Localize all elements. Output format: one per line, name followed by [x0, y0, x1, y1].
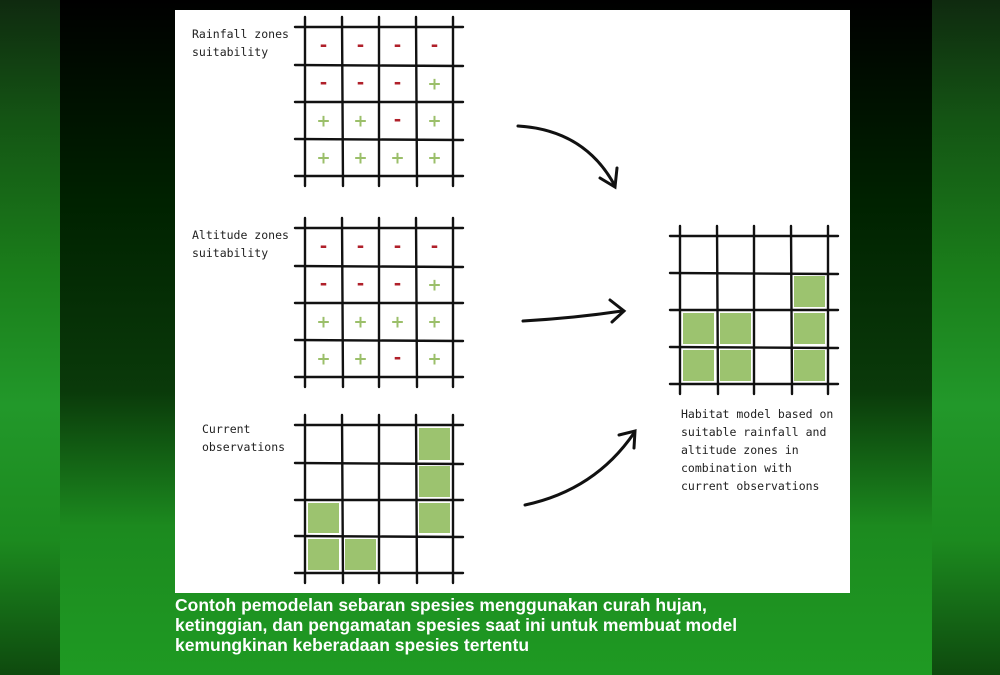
habitat-filled-cell: [720, 350, 751, 381]
altitude-plus-mark: +: [390, 313, 404, 333]
altitude-minus-mark: -: [320, 236, 327, 257]
habitat-label-line-2: suitable rainfall and: [681, 425, 826, 439]
altitude-minus-mark: -: [320, 274, 327, 295]
altitude-plus-mark: +: [353, 313, 367, 333]
rainfall-minus-mark: -: [394, 73, 401, 94]
observations-grid: [293, 413, 465, 585]
arrow-rainfall-to-model: [516, 124, 619, 190]
altitude-minus-mark: -: [357, 274, 364, 295]
observations-gridline-v: [340, 413, 345, 585]
habitat-model-grid: [668, 224, 840, 396]
observations-filled-cell: [308, 503, 339, 533]
rainfall-minus-mark: -: [357, 73, 364, 94]
rainfall-label-line-1: Rainfall zones: [192, 27, 289, 41]
altitude-plus-mark: +: [316, 350, 330, 370]
rainfall-plus-mark: +: [316, 112, 330, 132]
habitat-filled-cell: [683, 350, 714, 381]
rainfall-minus-mark: -: [357, 35, 364, 56]
habitat-gridline-v: [789, 224, 794, 396]
habitat-model-diagram: Rainfall zones suitability Altitude zone…: [192, 15, 840, 585]
observations-gridline-v: [414, 413, 419, 585]
caption-line-3: kemungkinan keberadaan spesies tertentu: [175, 635, 530, 655]
altitude-gridline-v: [340, 216, 345, 389]
altitude-minus-mark: -: [394, 274, 401, 295]
rainfall-minus-mark: -: [394, 35, 401, 56]
habitat-filled-cell: [683, 313, 714, 344]
caption-line-2: ketinggian, dan pengamatan spesies saat …: [175, 615, 738, 635]
caption-line-1: Contoh pemodelan sebaran spesies menggun…: [175, 595, 707, 615]
rainfall-plus-mark: +: [427, 75, 441, 95]
observations-label-line-2: observations: [202, 440, 285, 454]
altitude-plus-mark: +: [427, 350, 441, 370]
arrow-observations-to-model: [523, 429, 637, 507]
rainfall-gridline-v: [414, 15, 419, 188]
altitude-label-line-1: Altitude zones: [192, 228, 289, 242]
rainfall-minus-mark: -: [431, 35, 438, 56]
observations-filled-cell: [419, 503, 450, 533]
rainfall-plus-mark: +: [353, 112, 367, 132]
rainfall-plus-mark: +: [427, 112, 441, 132]
habitat-filled-cell: [794, 313, 825, 344]
habitat-label-line-4: combination with: [681, 461, 792, 475]
observations-filled-cell: [345, 539, 376, 570]
habitat-filled-cell: [720, 313, 751, 344]
habitat-gridline-v: [715, 224, 720, 396]
rainfall-minus-mark: -: [394, 110, 401, 131]
slide-caption: Contoh pemodelan sebaran spesies menggun…: [175, 595, 875, 655]
observations-filled-cell: [419, 466, 450, 497]
rainfall-plus-mark: +: [353, 149, 367, 169]
observations-label-line-1: Current: [202, 422, 250, 436]
altitude-minus-mark: -: [394, 236, 401, 257]
altitude-gridline-v: [414, 216, 419, 389]
habitat-label-line-5: current observations: [681, 479, 819, 493]
figure-panel: Rainfall zones suitability Altitude zone…: [175, 10, 850, 593]
habitat-label-line-1: Habitat model based on: [681, 407, 833, 421]
rainfall-label-line-2: suitability: [192, 45, 268, 59]
observations-filled-cell: [419, 428, 450, 460]
rainfall-plus-mark: +: [390, 149, 404, 169]
altitude-plus-mark: +: [353, 350, 367, 370]
rainfall-gridline-v: [340, 15, 345, 188]
habitat-filled-cell: [794, 350, 825, 381]
arrow-altitude-to-model: [521, 298, 627, 324]
rainfall-minus-mark: -: [320, 35, 327, 56]
altitude-minus-mark: -: [431, 236, 438, 257]
rainfall-minus-mark: -: [320, 73, 327, 94]
rainfall-plus-mark: +: [316, 149, 330, 169]
altitude-minus-mark: -: [357, 236, 364, 257]
rainfall-suitability-grid: - - - - - - - + + + - + + + + +: [293, 15, 465, 188]
rainfall-plus-mark: +: [427, 149, 441, 169]
habitat-filled-cell: [794, 276, 825, 307]
habitat-label-line-3: altitude zones in: [681, 443, 799, 457]
altitude-plus-mark: +: [427, 276, 441, 296]
observations-filled-cell: [308, 539, 339, 570]
altitude-minus-mark: -: [394, 348, 401, 369]
altitude-suitability-grid: - - - - - - - + + + + + + + - +: [293, 216, 465, 389]
altitude-plus-mark: +: [316, 313, 330, 333]
altitude-plus-mark: +: [427, 313, 441, 333]
altitude-label-line-2: suitability: [192, 246, 268, 260]
